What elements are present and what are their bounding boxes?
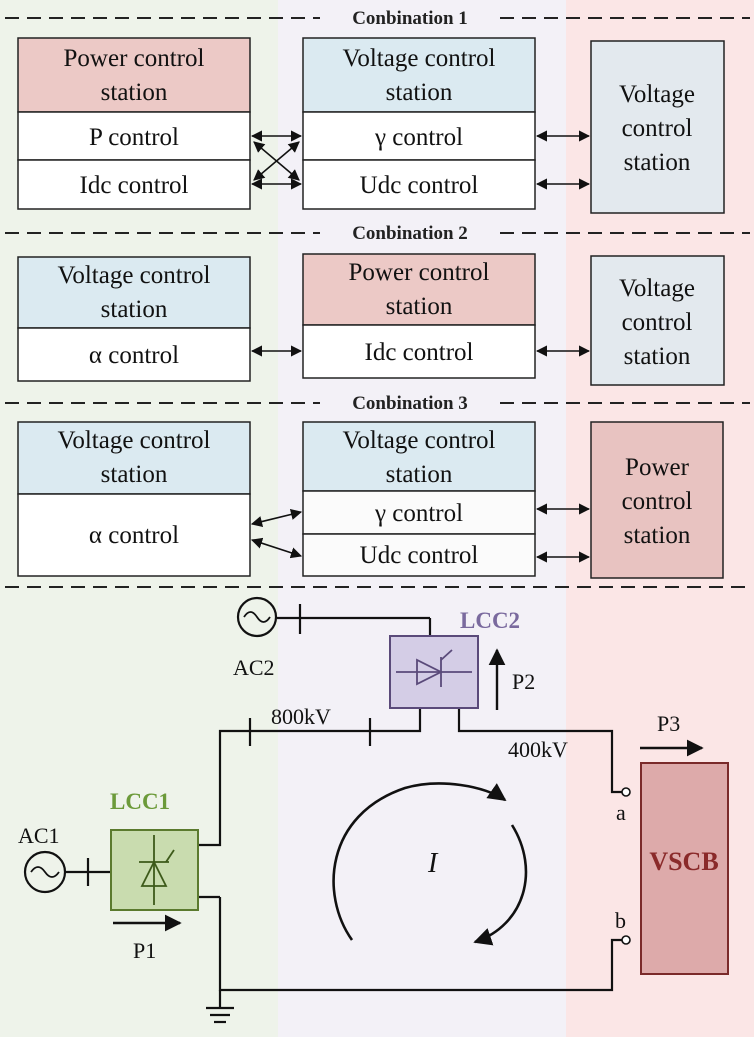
c1-middle-row-1 — [302, 111, 536, 161]
c3-right-line1: Power — [625, 454, 690, 481]
vscb-box — [640, 762, 729, 975]
c1-right-line1: Voltage — [619, 81, 695, 108]
power-control-station-header — [302, 253, 536, 326]
lcc1-thyristor-icon — [139, 835, 175, 905]
voltage-control-station-side — [590, 40, 725, 214]
combination-1-title: Conbination 1 — [352, 8, 468, 29]
wire-lcc2-to-vscb-a — [457, 707, 622, 794]
terminal-a-label: a — [616, 800, 626, 825]
current-loop — [332, 782, 528, 946]
current-loop-upper-arrow-icon — [332, 782, 507, 941]
power-control-station-header — [17, 37, 251, 113]
c1-left-row-2 — [17, 159, 251, 210]
c1-left-row-1 — [17, 111, 251, 161]
current-loop-lower-arrow-icon — [473, 824, 528, 946]
c2-left-header-line1: Voltage control — [58, 262, 211, 289]
voltage-control-station-header — [17, 256, 251, 329]
power-control-station-side — [590, 421, 724, 579]
lcc2-converter — [389, 635, 479, 709]
current-label: I — [427, 848, 439, 879]
idc-control-label: Idc control — [80, 172, 189, 199]
c3-left-row-1 — [17, 493, 251, 577]
c2-middle-header-line2: station — [386, 293, 453, 320]
voltage-control-station-header — [17, 421, 251, 495]
c3-right-line3: station — [624, 522, 691, 549]
c3-arrows — [250, 503, 591, 563]
c3-left-header-line2: station — [101, 461, 168, 488]
vscb-label: VSCB — [649, 847, 718, 876]
c1-middle-header-line2: station — [386, 79, 453, 106]
voltage-400kv-label: 400kV — [508, 737, 568, 762]
ac2-label: AC2 — [233, 655, 275, 680]
p2-label: P2 — [512, 669, 535, 694]
c3-right-line2: control — [622, 488, 693, 515]
wire-lcc1-to-lcc2 — [198, 707, 422, 847]
ac2-source-icon — [236, 596, 278, 638]
c2-middle-row-1 — [302, 324, 536, 379]
combination-3-title: Conbination 3 — [352, 393, 468, 414]
terminal-b-label: b — [615, 908, 626, 933]
c2-right-line3: station — [624, 343, 691, 370]
lcc2-label: LCC2 — [460, 608, 520, 633]
dashed-separators — [5, 17, 750, 588]
combination-2: Voltage control station α control Power … — [17, 253, 725, 386]
c1-left-header-line2: station — [101, 79, 168, 106]
p1-label: P1 — [133, 938, 156, 963]
c2-left-header-line2: station — [101, 296, 168, 323]
wire-ground-to-vscb-b — [218, 897, 622, 992]
c1-right-line3: station — [624, 149, 691, 176]
c1-arrows — [250, 130, 591, 190]
gamma-control-label: γ control — [374, 124, 463, 151]
combination-2-title: Conbination 2 — [352, 223, 468, 244]
lcc1-label: LCC1 — [110, 789, 170, 814]
voltage-control-station-header — [302, 421, 536, 492]
c3-middle-row-2 — [302, 533, 536, 577]
c1-middle-header-line1: Voltage control — [343, 45, 496, 72]
power-flow-arrows — [113, 648, 704, 932]
combination-3: Voltage control station α control Voltag… — [17, 421, 724, 579]
c3-middle-row-1 — [302, 490, 536, 535]
voltage-800kv-label: 800kV — [271, 704, 331, 729]
c2-right-line2: control — [622, 309, 693, 336]
c3-middle-header-line2: station — [386, 461, 453, 488]
ground-icon — [206, 990, 234, 1024]
ac1-label: AC1 — [18, 823, 60, 848]
p3-label: P3 — [657, 711, 680, 736]
terminal-b-icon — [621, 935, 631, 945]
udc-control-label: Udc control — [360, 542, 479, 569]
voltage-control-station-side — [590, 255, 725, 386]
c2-right-line1: Voltage — [619, 275, 695, 302]
idc-control-label: Idc control — [365, 339, 474, 366]
c2-left-row-1 — [17, 327, 251, 382]
p-control-label: P control — [89, 124, 179, 151]
gamma-control-label: γ control — [374, 500, 463, 527]
alpha-control-label: α control — [89, 522, 179, 549]
c1-right-line2: control — [622, 115, 693, 142]
c1-middle-row-2 — [302, 159, 536, 210]
c3-left-header-line1: Voltage control — [58, 427, 211, 454]
terminal-a-icon — [621, 787, 631, 797]
c3-middle-header-line1: Voltage control — [343, 427, 496, 454]
udc-control-label: Udc control — [360, 172, 479, 199]
c2-middle-header-line1: Power control — [349, 259, 490, 286]
lcc1-converter — [110, 829, 199, 911]
lcc2-thyristor-icon — [396, 649, 472, 687]
c1-left-header-line1: Power control — [64, 45, 205, 72]
ac1-source-icon — [23, 850, 67, 894]
voltage-control-station-header — [302, 37, 536, 113]
alpha-control-label: α control — [89, 342, 179, 369]
combination-1: Power control station P control Idc cont… — [17, 37, 725, 214]
circuit — [23, 596, 631, 1024]
